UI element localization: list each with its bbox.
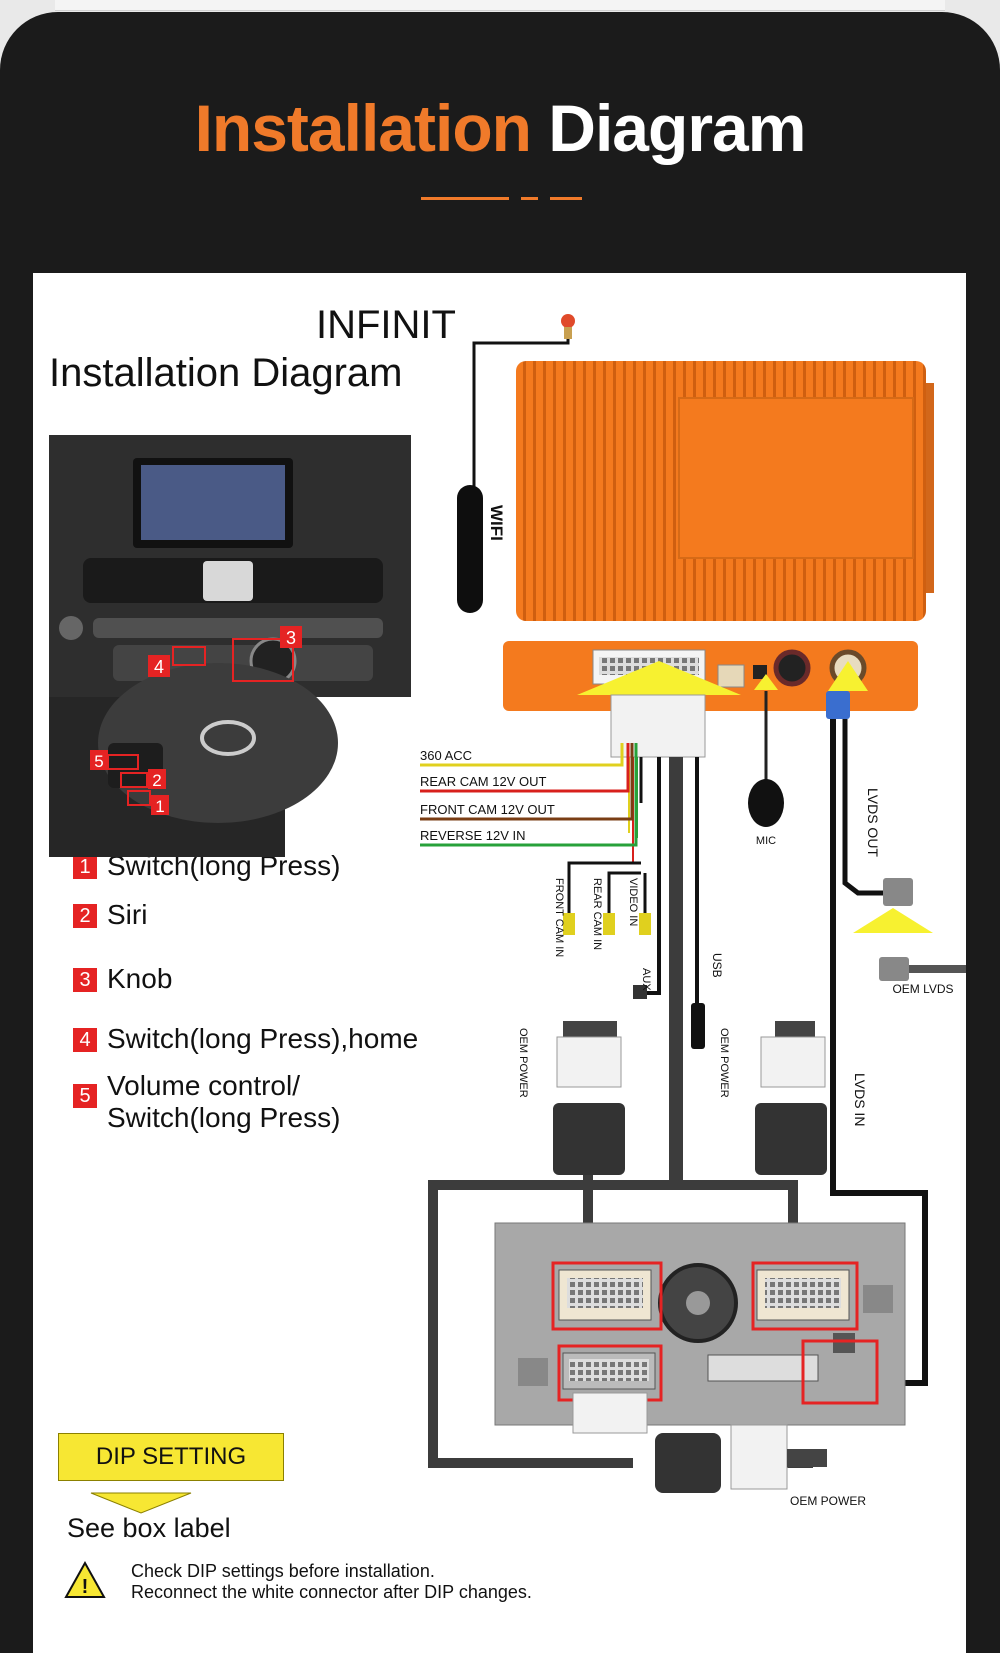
video-in-label: VIDEO IN xyxy=(627,878,639,926)
power-wires xyxy=(420,743,638,847)
label-360-acc: 360 ACC xyxy=(420,748,472,763)
legend-item: 5 Volume control/Switch(long Press) xyxy=(73,1070,340,1134)
aux-cable: AUX xyxy=(633,757,661,999)
legend-text: Knob xyxy=(107,963,173,994)
oem-power-bottom-label: OEM POWER xyxy=(790,1494,866,1508)
mic: MIC xyxy=(748,691,784,847)
aux-label: AUX xyxy=(640,968,652,991)
lvds-cable: LVDS OUT LVDS IN OEM LVDS xyxy=(826,691,966,1386)
oem-power-label: OEM POWER xyxy=(718,1028,730,1098)
legend-text-line1: Volume control/ xyxy=(107,1070,300,1101)
callout-1: 1 xyxy=(127,790,169,816)
legend-text: Volume control/Switch(long Press) xyxy=(107,1070,340,1134)
dashboard-photo xyxy=(49,435,411,697)
oem-head-unit xyxy=(494,1222,906,1434)
svg-text:2: 2 xyxy=(152,771,161,790)
label-front-cam-out: FRONT CAM 12V OUT xyxy=(420,802,555,817)
wifi-antenna: WIFI xyxy=(457,314,575,613)
legend-item: 4 Switch(long Press),home xyxy=(73,1023,418,1055)
lvds-out-label: LVDS OUT xyxy=(865,788,881,857)
title-part-1: Installation xyxy=(194,91,532,165)
callout-4: 4 xyxy=(148,646,206,677)
title-underline xyxy=(421,197,509,200)
usb-label: USB xyxy=(710,953,724,978)
oem-power-connector-bottom: OEM POWER xyxy=(655,1424,866,1508)
legend-number: 1 xyxy=(73,855,97,879)
lvds-out-indicator xyxy=(853,908,933,933)
see-box-label: See box label xyxy=(67,1513,231,1543)
svg-text:4: 4 xyxy=(154,657,164,677)
callout-5: 5 xyxy=(90,750,139,771)
callout-3: 3 xyxy=(232,626,302,682)
front-cam-in-label: FRONT CAM IN xyxy=(553,878,565,957)
wiring-diagram: 3 4 5 2 1 WIFI xyxy=(49,314,966,1598)
dip-setting-box: DIP SETTING xyxy=(58,1433,284,1481)
diagram-header-brand: INFINIT xyxy=(316,303,456,347)
title-underline-dash xyxy=(550,197,582,200)
decoder-module-top xyxy=(516,361,934,621)
warning-icon: ! xyxy=(64,1560,106,1598)
legend-text: Switch(long Press),home xyxy=(107,1023,419,1054)
legend-text: Siri xyxy=(107,899,148,930)
previous-section-edge xyxy=(55,0,945,11)
dip-arrow xyxy=(90,1492,192,1514)
diagram-header-title: Installation Diagram xyxy=(49,351,403,395)
callout-2: 2 xyxy=(120,769,166,790)
mic-indicator xyxy=(754,674,778,690)
lvds-indicator xyxy=(828,661,868,691)
legend-number: 3 xyxy=(73,968,97,992)
legend-number: 2 xyxy=(73,904,97,928)
wifi-label: WIFI xyxy=(487,505,506,541)
svg-text:1: 1 xyxy=(155,797,164,816)
legend-text-line2: Switch(long Press) xyxy=(107,1102,341,1133)
camera-inputs: FRONT CAM IN REAR CAM IN VIDEO IN xyxy=(553,861,651,957)
svg-text:5: 5 xyxy=(94,752,103,771)
title-part-2: Diagram xyxy=(548,91,806,165)
svg-text:3: 3 xyxy=(286,628,296,648)
oem-power-label: OEM POWER xyxy=(517,1028,529,1098)
oem-power-connector-left: OEM POWER xyxy=(517,1021,625,1175)
usb-cable: USB xyxy=(691,953,724,1049)
mic-label: MIC xyxy=(756,835,776,847)
label-rear-cam-out: REAR CAM 12V OUT xyxy=(420,774,546,789)
legend-number: 5 xyxy=(73,1084,97,1108)
legend-number: 4 xyxy=(73,1028,97,1052)
label-reverse-in: REVERSE 12V IN xyxy=(420,828,526,843)
warning-text-2: Reconnect the white connector after DIP … xyxy=(131,1582,532,1602)
legend-item: 3 Knob xyxy=(73,963,172,995)
warning-text-1: Check DIP settings before installation. xyxy=(131,1561,435,1581)
title-underline-dash xyxy=(521,197,538,200)
oem-power-connector-right: OEM POWER xyxy=(718,1021,827,1175)
page-title: Installation Diagram xyxy=(0,90,1000,166)
oem-lvds-label: OEM LVDS xyxy=(892,982,953,996)
lvds-in-label: LVDS IN xyxy=(852,1073,868,1126)
connector-indicator xyxy=(577,661,741,695)
rear-cam-in-label: REAR CAM IN xyxy=(591,878,603,950)
svg-text:!: ! xyxy=(82,1576,89,1598)
legend-item: 2 Siri xyxy=(73,899,147,931)
